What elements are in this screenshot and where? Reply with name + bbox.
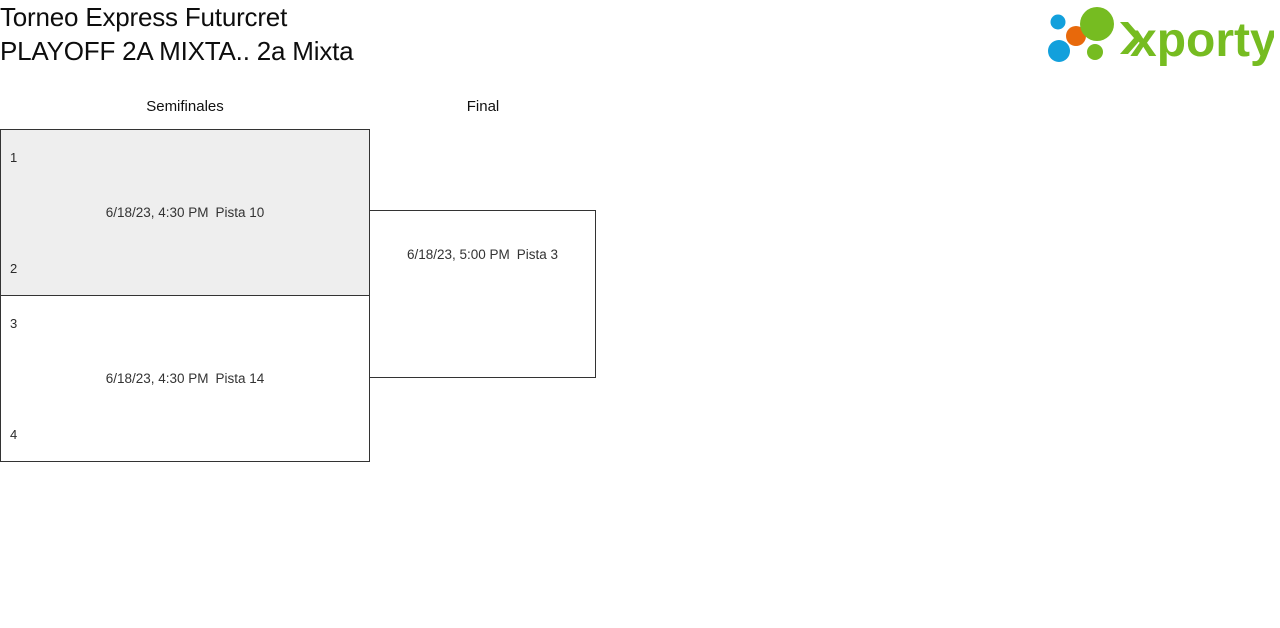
connector-semifinal-2-to-final bbox=[369, 377, 370, 378]
match-info: 6/18/23, 4:30 PM Pista 10 bbox=[1, 204, 369, 221]
match-card-final[interactable]: 6/18/23, 5:00 PM Pista 3 bbox=[369, 210, 596, 378]
logo-dot-orange bbox=[1066, 26, 1086, 46]
seed-label-top: 3 bbox=[10, 316, 18, 331]
seed-label-top: 1 bbox=[10, 150, 18, 165]
connector-semifinal-1-to-final bbox=[369, 210, 370, 211]
logo-chevron bbox=[1120, 22, 1142, 54]
match-court: Pista 3 bbox=[516, 247, 559, 262]
match-info: 6/18/23, 5:00 PM Pista 3 bbox=[370, 246, 595, 263]
match-info: 6/18/23, 4:30 PM Pista 14 bbox=[1, 370, 369, 387]
round-header-final: Final bbox=[466, 98, 500, 115]
match-datetime: 6/18/23, 5:00 PM bbox=[406, 247, 510, 262]
logo-dot-blue-small bbox=[1050, 14, 1066, 30]
tournament-category: PLAYOFF 2A MIXTA.. 2a Mixta bbox=[0, 36, 354, 66]
seed-label-bottom: 4 bbox=[10, 427, 18, 442]
logo-wordmark: xporty bbox=[1130, 14, 1274, 67]
match-card-semifinal-1[interactable]: 1 2 6/18/23, 4:30 PM Pista 10 bbox=[0, 129, 370, 296]
logo-dot-green-large bbox=[1080, 7, 1114, 41]
match-court: Pista 14 bbox=[215, 371, 265, 386]
page-header: Torneo Express Futurcret PLAYOFF 2A MIXT… bbox=[0, 0, 1280, 78]
seed-label-bottom: 2 bbox=[10, 261, 18, 276]
xporty-logo[interactable]: xporty bbox=[1042, 4, 1274, 72]
match-court: Pista 10 bbox=[215, 205, 265, 220]
tournament-name: Torneo Express Futurcret bbox=[0, 2, 288, 32]
match-datetime: 6/18/23, 4:30 PM bbox=[105, 371, 209, 386]
logo-dot-blue-large bbox=[1048, 40, 1070, 62]
match-card-semifinal-2[interactable]: 3 4 6/18/23, 4:30 PM Pista 14 bbox=[0, 295, 370, 462]
round-header-semifinales: Semifinales bbox=[146, 98, 224, 115]
match-datetime: 6/18/23, 4:30 PM bbox=[105, 205, 209, 220]
page-title: Torneo Express Futurcret PLAYOFF 2A MIXT… bbox=[0, 0, 354, 68]
logo-dot-green-small bbox=[1087, 44, 1103, 60]
